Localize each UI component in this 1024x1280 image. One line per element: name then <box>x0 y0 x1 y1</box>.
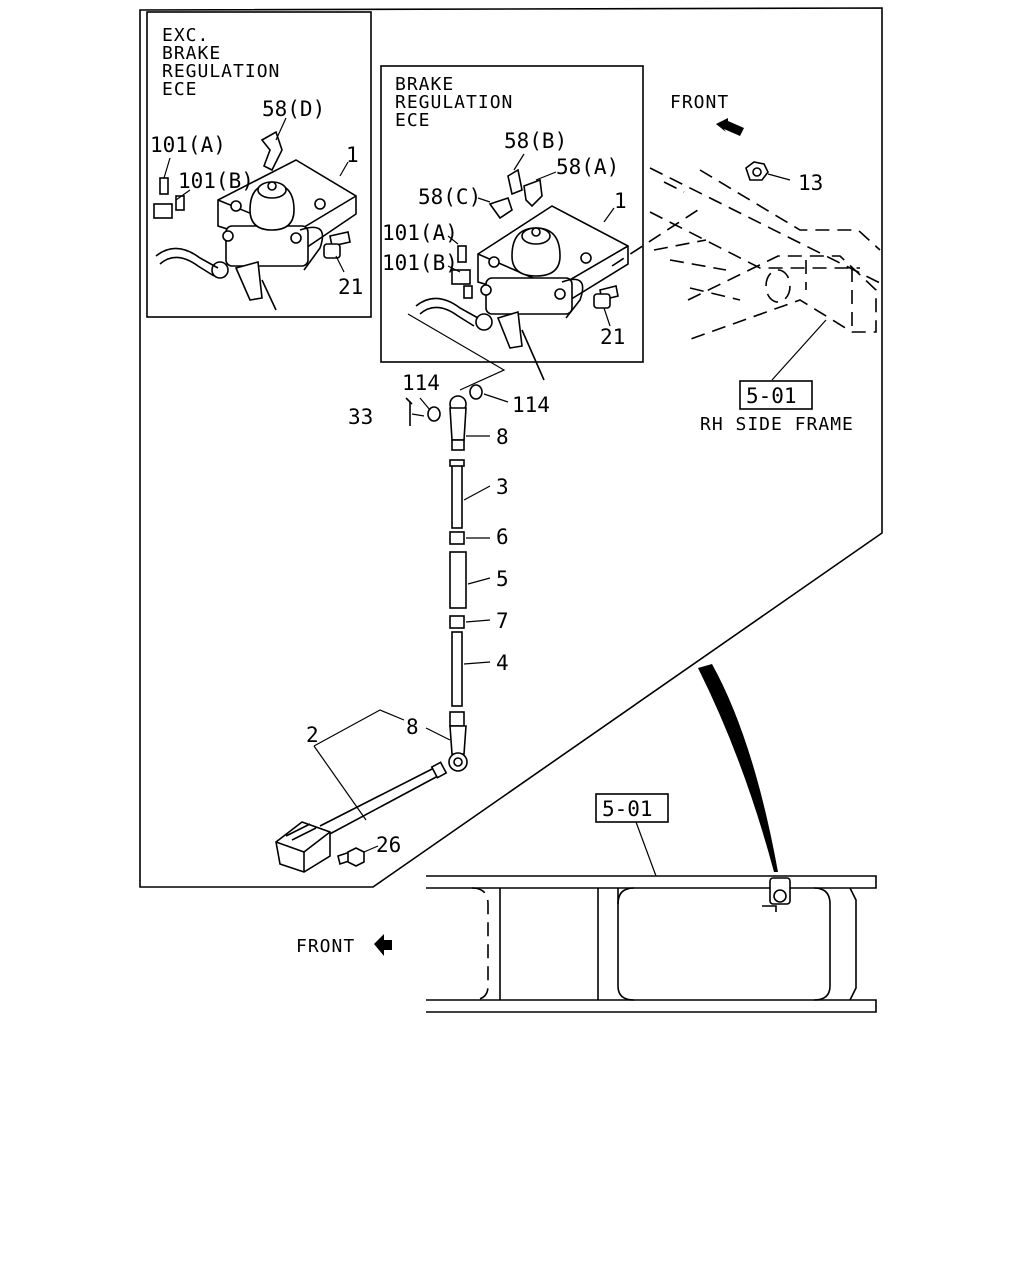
inset-left-label-58d: 58(D) <box>262 97 325 121</box>
inset-right-note-line-2: REGULATION <box>395 92 513 113</box>
inset-right-label-101a: 101(A) <box>382 221 458 245</box>
ref-box-top <box>739 380 813 410</box>
inset-left-label-101a: 101(A) <box>150 133 226 157</box>
main-outline <box>139 7 883 888</box>
label-114-left: 114 <box>402 371 440 395</box>
label-5: 5 <box>496 567 509 591</box>
label-13: 13 <box>798 171 823 195</box>
inset-left-note-line-4: ECE <box>162 79 198 100</box>
inset-right-frame <box>380 65 644 363</box>
ref-box-bottom <box>595 793 669 823</box>
inset-right-label-21: 21 <box>600 325 625 349</box>
inset-left-label-21: 21 <box>338 275 363 299</box>
front-arrow-top-icon <box>716 118 744 136</box>
inset-right-label-101b: 101(B) <box>382 251 458 275</box>
inset-left-note-line-2: BRAKE <box>162 43 221 64</box>
inset-left-note-line-1: EXC. <box>162 25 209 46</box>
inset-right-valve <box>415 168 629 381</box>
inset-right-label-1: 1 <box>614 189 627 213</box>
label-3: 3 <box>496 475 509 499</box>
label-6: 6 <box>496 525 509 549</box>
inset-left-frame <box>146 11 372 318</box>
inset-left-note-line-3: REGULATION <box>162 61 280 82</box>
nut-13 <box>745 161 769 181</box>
ref-label-bottom: 5-01 <box>602 797 653 821</box>
inset-right: BRAKE REGULATION ECE <box>380 65 644 381</box>
label-8-top: 8 <box>496 425 509 449</box>
valve-to-frame-leader <box>611 205 705 267</box>
inset-right-label-58c: 58(C) <box>418 185 481 209</box>
label-26: 26 <box>376 833 401 857</box>
chassis-frame <box>426 875 877 1013</box>
front-label-bottom: FRONT <box>296 936 355 957</box>
label-8-bottom: 8 <box>406 715 419 739</box>
label-7: 7 <box>496 609 509 633</box>
location-arrow-icon <box>698 664 778 872</box>
inset-right-label-58a: 58(A) <box>556 155 619 179</box>
inset-right-note-line-3: ECE <box>395 110 431 131</box>
label-4: 4 <box>496 651 509 675</box>
inset-left-label-101b: 101(B) <box>178 169 254 193</box>
label-114-right: 114 <box>512 393 550 417</box>
lever-bracket <box>275 761 448 873</box>
front-label-top: FRONT <box>670 92 729 113</box>
rh-side-frame <box>649 167 883 341</box>
inset-right-note-line-1: BRAKE <box>395 74 454 95</box>
inset-left-valve <box>153 130 357 311</box>
inset-left: EXC. BRAKE REGULATION ECE <box>146 11 372 318</box>
label-33: 33 <box>348 405 373 429</box>
inset-right-label-58b: 58(B) <box>504 129 567 153</box>
front-arrow-bottom-icon <box>374 934 392 956</box>
ref-caption-top: RH SIDE FRAME <box>700 414 854 435</box>
label-2: 2 <box>306 723 319 747</box>
ref-label-top: 5-01 <box>746 384 797 408</box>
rod-assembly <box>405 384 483 772</box>
inset-left-label-1: 1 <box>346 143 359 167</box>
